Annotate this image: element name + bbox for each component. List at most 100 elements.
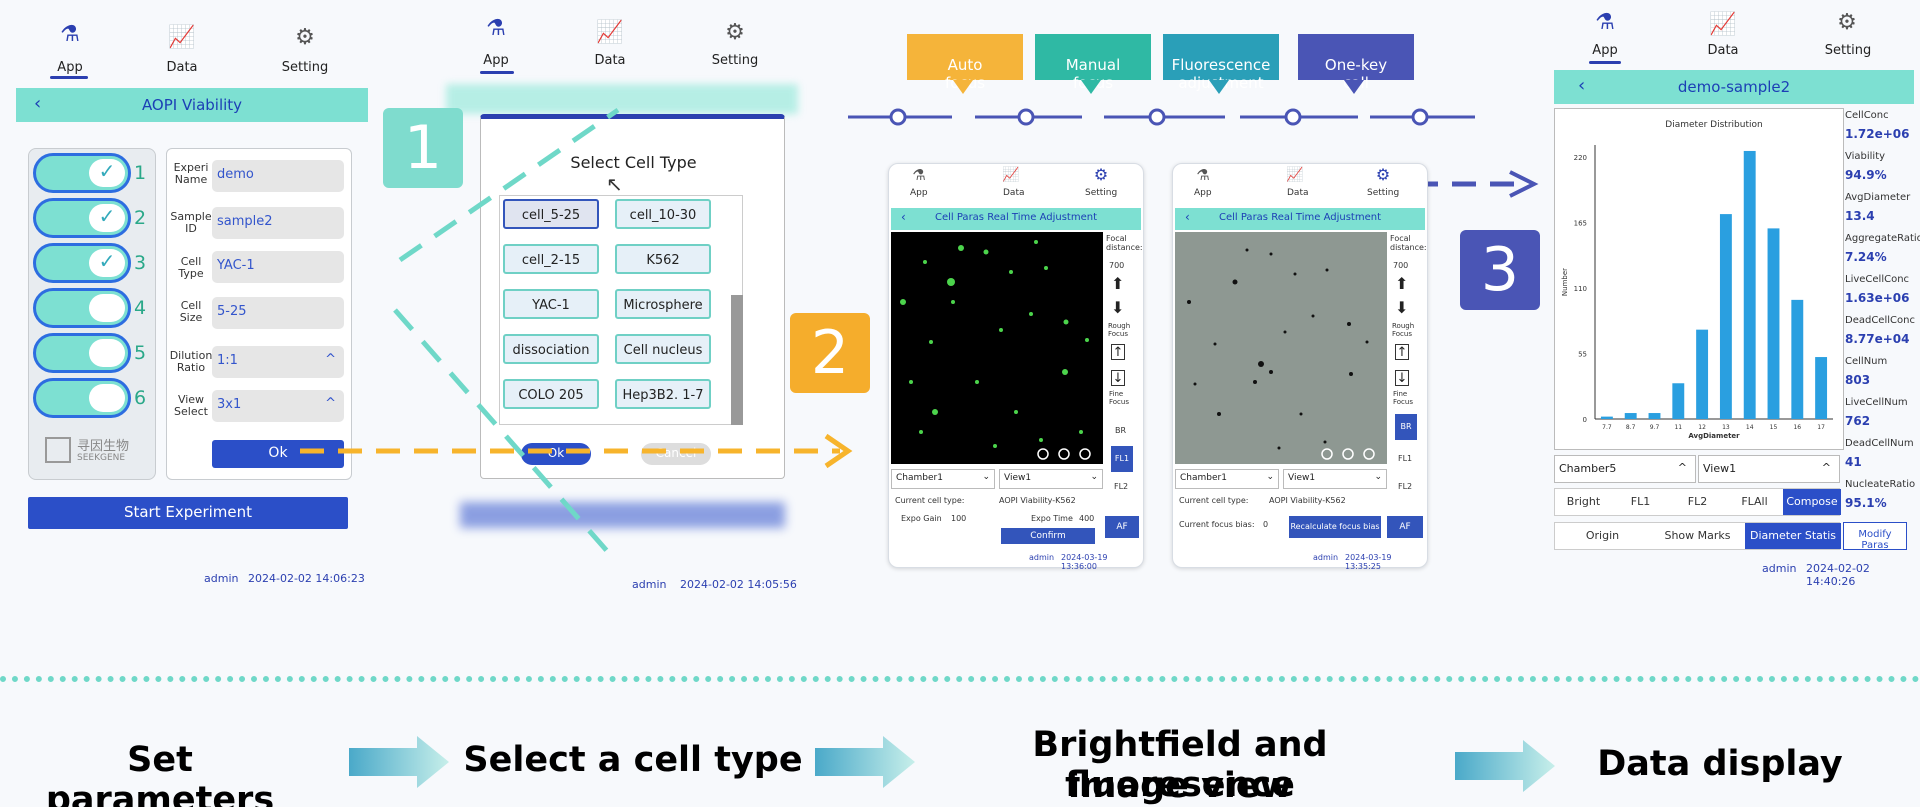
app-flask-icon[interactable]: ⚗ (1595, 10, 1615, 35)
nav-setting[interactable]: Setting (1367, 188, 1400, 198)
cell-size-field[interactable]: 5-25 (212, 297, 344, 329)
gear-icon[interactable]: ⚙ (295, 25, 315, 50)
back-chevron-icon[interactable]: ‹ (1578, 75, 1586, 96)
nav-data[interactable]: Data (166, 60, 198, 75)
modify-paras-button[interactable]: Modify Paras (1843, 522, 1907, 551)
br-button[interactable]: BR (1115, 426, 1127, 435)
af-button[interactable]: AF (1105, 516, 1139, 538)
fl2-button[interactable]: FL2 (1114, 482, 1129, 491)
zoom-controls[interactable] (1321, 448, 1375, 460)
seg-diameter-statis[interactable]: Diameter Statis (1745, 523, 1841, 549)
toggle-2[interactable]: ✓ (33, 198, 131, 238)
nav-setting[interactable]: Setting (281, 60, 329, 75)
nav-setting[interactable]: Setting (1085, 188, 1118, 198)
recalculate-bias-button[interactable]: Recalculate focus bias (1289, 516, 1381, 538)
cell-type-option[interactable]: COLO 205 (503, 379, 599, 409)
cell-type-option[interactable]: dissociation (503, 334, 599, 364)
fl1-button[interactable]: FL1 (1111, 446, 1133, 472)
focus-up-icon[interactable]: ⬆ (1395, 274, 1409, 293)
data-chart-icon[interactable]: 📈 (1002, 167, 1020, 183)
data-chart-icon[interactable]: 📈 (168, 25, 196, 50)
back-chevron-icon[interactable]: ‹ (34, 93, 42, 114)
af-button[interactable]: AF (1387, 516, 1423, 538)
seg-fl2[interactable]: FL2 (1687, 495, 1708, 508)
cell-type-field[interactable]: YAC-1 (212, 251, 344, 283)
toggle-5[interactable] (33, 333, 131, 373)
nav-app[interactable]: App (57, 60, 83, 75)
nav-setting[interactable]: Setting (1824, 43, 1872, 58)
cell-type-option[interactable]: cell_2-15 (503, 244, 599, 274)
toggle-6[interactable] (33, 378, 131, 418)
experiment-name-field[interactable]: demo (212, 160, 344, 192)
toggle-4[interactable] (33, 288, 131, 328)
seg-fl1[interactable]: FL1 (1630, 495, 1651, 508)
start-experiment-button[interactable]: Start Experiment (28, 497, 348, 529)
app-flask-icon[interactable]: ⚗ (1196, 166, 1210, 184)
cell-type-option[interactable]: Hep3B2. 1-7 (615, 379, 711, 409)
cell-type-option[interactable]: cell_5-25 (503, 199, 599, 229)
nav-app[interactable]: App (1592, 43, 1618, 58)
gear-icon[interactable]: ⚙ (1093, 165, 1109, 184)
toggle-3[interactable]: ✓ (33, 243, 131, 283)
confirm-button[interactable]: Confirm (1001, 528, 1095, 544)
seg-compose[interactable]: Compose (1783, 489, 1841, 515)
cell-type-option[interactable]: Microsphere (615, 289, 711, 319)
nav-data[interactable]: Data (1287, 188, 1309, 198)
focus-down-icon[interactable]: ⬇ (1111, 298, 1125, 317)
nav-app[interactable]: App (1194, 188, 1212, 198)
nav-data[interactable]: Data (1003, 188, 1025, 198)
nav-data[interactable]: Data (1707, 43, 1739, 58)
chamber-select[interactable]: Chamber1⌄ (1175, 469, 1279, 489)
app-flask-icon[interactable]: ⚗ (912, 166, 926, 184)
seg-show-marks[interactable]: Show Marks (1664, 529, 1731, 542)
dialog-cancel-button[interactable]: Cancel (641, 443, 711, 465)
cell-type-option[interactable]: YAC-1 (503, 289, 599, 319)
sample-id-field[interactable]: sample2 (212, 207, 344, 239)
dialog-ok-button[interactable]: Ok (521, 443, 591, 465)
gear-icon[interactable]: ⚙ (1837, 10, 1857, 35)
fl2-button[interactable]: FL2 (1398, 482, 1413, 491)
seekgene-logo: 寻因生物 SEEKGENE (45, 433, 145, 469)
data-chart-icon[interactable]: 📈 (1709, 12, 1737, 37)
focus-up-icon[interactable]: ⬆ (1111, 274, 1125, 293)
back-chevron-icon[interactable]: ‹ (1185, 210, 1190, 224)
seg-bright[interactable]: Bright (1566, 495, 1601, 508)
nav-app[interactable]: App (910, 188, 928, 198)
nav-data[interactable]: Data (594, 53, 626, 68)
cell-type-option[interactable]: cell_10-30 (615, 199, 711, 229)
nav-setting[interactable]: Setting (711, 53, 759, 68)
gear-icon[interactable]: ⚙ (1375, 165, 1391, 184)
br-button[interactable]: BR (1395, 414, 1417, 440)
app-flask-icon[interactable]: ⚗ (60, 22, 80, 47)
view-select[interactable]: View1^ (1698, 455, 1840, 483)
gear-icon[interactable]: ⚙ (725, 20, 745, 45)
app-flask-icon[interactable]: ⚗ (486, 16, 506, 41)
chamber-select[interactable]: Chamber5^ (1554, 455, 1696, 483)
zoom-controls[interactable] (1037, 448, 1091, 460)
ok-button[interactable]: Ok (212, 440, 344, 468)
phone-fluorescence: ⚗ App 📈 Data ⚙ Setting ‹ Cell Paras Real… (888, 163, 1144, 571)
seg-origin[interactable]: Origin (1585, 529, 1620, 542)
seg-flall[interactable]: FLAll (1741, 495, 1768, 508)
focus-down-icon[interactable]: ⬇ (1395, 298, 1409, 317)
back-chevron-icon[interactable]: ‹ (901, 210, 906, 224)
cell-type-option[interactable]: Cell nucleus (615, 334, 711, 364)
fine-down-icon[interactable]: ↓ (1395, 370, 1409, 386)
fine-up-icon[interactable]: ↑ (1395, 344, 1409, 360)
view-select-phone[interactable]: View1⌄ (999, 469, 1103, 489)
brightfield-image (1175, 232, 1387, 464)
fine-down-icon[interactable]: ↓ (1111, 370, 1125, 386)
view-select[interactable]: 3x1^ (212, 390, 344, 422)
list-scrollbar[interactable] (731, 295, 743, 425)
fine-up-icon[interactable]: ↑ (1111, 344, 1125, 360)
chamber-select[interactable]: Chamber1⌄ (891, 469, 995, 489)
chamber-value: Chamber1 (1180, 473, 1227, 483)
dilution-ratio-select[interactable]: 1:1^ (212, 346, 344, 378)
toggle-1[interactable]: ✓ (33, 153, 131, 193)
data-chart-icon[interactable]: 📈 (1286, 167, 1304, 183)
fl1-button[interactable]: FL1 (1398, 454, 1413, 463)
view-select-phone[interactable]: View1⌄ (1283, 469, 1387, 489)
cell-type-option[interactable]: K562 (615, 244, 711, 274)
data-chart-icon[interactable]: 📈 (596, 20, 624, 45)
nav-app[interactable]: App (483, 53, 509, 68)
